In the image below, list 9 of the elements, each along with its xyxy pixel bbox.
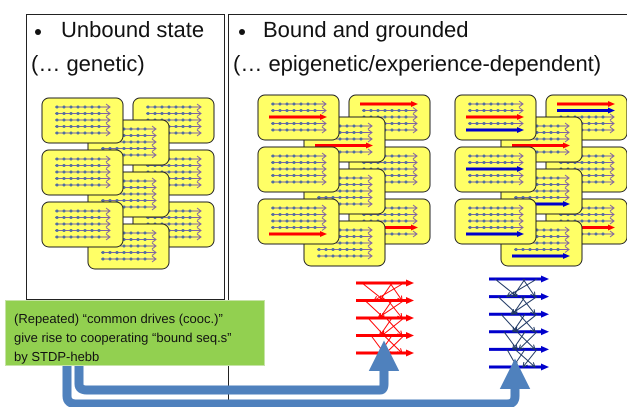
arrow: [62, 358, 530, 407]
network-drawing: [489, 277, 549, 369]
arrow: [74, 340, 400, 394]
panel-heading: Bound and grounded: [263, 17, 469, 43]
panel-heading: (… genetic): [31, 51, 145, 77]
network-drawing: [356, 281, 414, 355]
note-box: (Repeated) “common drives (cooc.)” give rise to cooperating “bound seq.s” by STDP-hebb: [5, 300, 265, 366]
panel-heading: Unbound state: [61, 17, 204, 43]
panel-heading: (… epigenetic/experience-dependent): [233, 51, 602, 77]
